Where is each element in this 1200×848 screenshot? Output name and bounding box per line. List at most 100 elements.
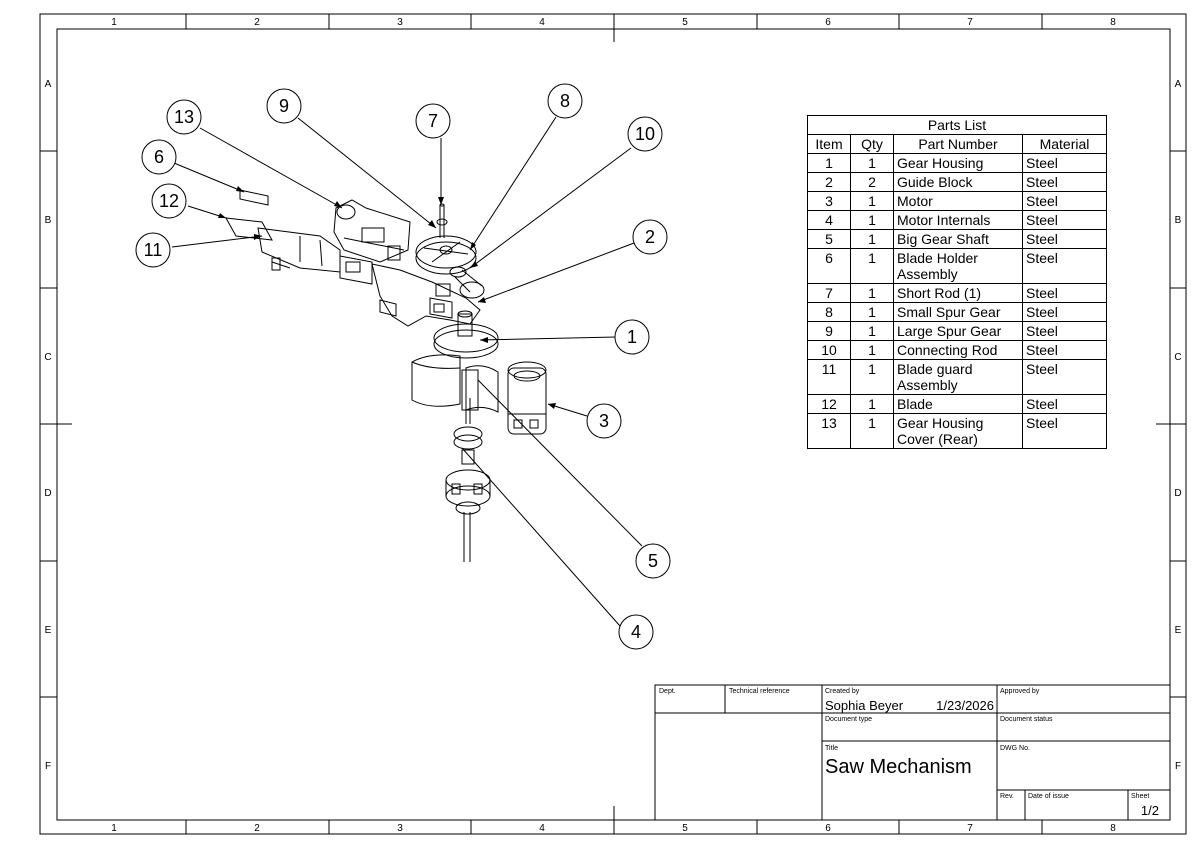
column-labels: 1 2 3 4 5 6 7 8 1 2 3 4 5 6 7 8 [111,17,1116,834]
cell-material: Steel [1022,191,1107,211]
housing-arm-part [371,263,481,327]
col-label-top: 7 [967,17,973,28]
balloon-label: 1 [627,327,637,347]
cell-qty: 1 [850,153,894,173]
cell-part-number: Motor Internals [893,210,1023,230]
cell-item: 10 [807,340,851,360]
balloon-10: 10 [627,116,663,152]
balloon-label: 9 [279,96,289,116]
blade-guard-part [257,227,341,273]
row-labels: A B C D E F A B C D E F [44,79,1181,772]
cell-qty: 2 [850,172,894,192]
col-label-bottom: 7 [967,823,973,834]
header-qty: Qty [850,134,894,154]
col-label-top: 5 [682,17,688,28]
balloon-12: 12 [151,183,187,219]
cell-material: Steel [1022,302,1107,322]
balloon-11: 11 [135,232,171,268]
sheet-label: Sheet [1131,793,1149,800]
drawing-title: Saw Mechanism [825,756,972,778]
row-label-right: C [1174,352,1181,363]
cell-qty: 1 [850,413,894,449]
created-by-label: Created by [825,688,860,695]
balloon-label: 11 [144,240,163,260]
header-part-number: Part Number [893,134,1023,154]
cell-item: 3 [807,191,851,211]
blade-part [225,217,273,241]
cell-part-number: Gear Housing [893,153,1023,173]
cell-material: Steel [1022,359,1107,395]
balloon-label: 10 [635,124,655,144]
row-label-left: D [44,488,51,499]
small-gear-part [453,426,483,442]
balloon-1: 1 [614,319,650,355]
col-label-bottom: 6 [825,823,831,834]
part-name-line: Blade guard [897,361,973,377]
cell-material: Steel [1022,248,1107,284]
gear-housing-part [433,323,499,353]
cell-material: Steel [1022,321,1107,341]
title-block-text: Dept. Technical reference Created by Sop… [659,688,1159,818]
motor-internals-part [411,354,461,407]
cell-material: Steel [1022,153,1107,173]
part-name-line: Motor [897,193,933,209]
cell-part-number: Small Spur Gear [893,302,1023,322]
part-name-line: Small Spur Gear [897,304,1001,320]
large-spur-gear-part [415,235,477,269]
cell-part-number: Motor [893,191,1023,211]
header-material: Material [1022,134,1107,154]
balloon-label: 3 [599,411,609,431]
balloon-label: 6 [154,147,164,167]
cell-item: 2 [807,172,851,192]
balloon-label: 8 [560,91,570,111]
cell-material: Steel [1022,172,1107,192]
part-name-line: Guide Block [897,174,973,190]
sheet-number: 1/2 [1141,803,1159,818]
cell-item: 4 [807,210,851,230]
created-date: 1/23/2026 [936,698,994,713]
connecting-rod-part [459,281,485,299]
cell-material: Steel [1022,340,1107,360]
balloon-label: 2 [645,227,655,247]
part-name-line: Motor Internals [897,212,991,228]
title-label: Title [825,745,838,752]
exploded-assembly [225,189,547,562]
balloon-8: 8 [547,83,583,119]
cell-item: 6 [807,248,851,284]
part-name-line: Assembly [897,377,958,393]
cell-part-number: Big Gear Shaft [893,229,1023,249]
header-item: Item [807,134,851,154]
row-label-left: C [44,352,51,363]
cell-qty: 1 [850,302,894,322]
cell-qty: 1 [850,321,894,341]
cell-qty: 1 [850,191,894,211]
row-label-right: B [1175,215,1182,226]
col-label-top: 8 [1110,17,1116,28]
row-ticks [40,150,1186,698]
date-of-issue-label: Date of issue [1028,793,1069,800]
row-label-left: B [45,215,52,226]
doc-type-label: Document type [825,716,872,723]
balloon-5: 5 [635,543,671,579]
balloon-3: 3 [586,403,622,439]
col-label-top: 6 [825,17,831,28]
col-label-bottom: 1 [111,823,117,834]
leader-lines [171,116,643,627]
cell-item: 9 [807,321,851,341]
row-label-right: D [1174,488,1181,499]
part-name-line: Gear Housing [897,155,984,171]
col-label-bottom: 5 [682,823,688,834]
col-label-bottom: 2 [254,823,260,834]
title-block [654,684,1171,821]
cell-part-number: Large Spur Gear [893,321,1023,341]
balloon-label: 13 [174,107,194,127]
